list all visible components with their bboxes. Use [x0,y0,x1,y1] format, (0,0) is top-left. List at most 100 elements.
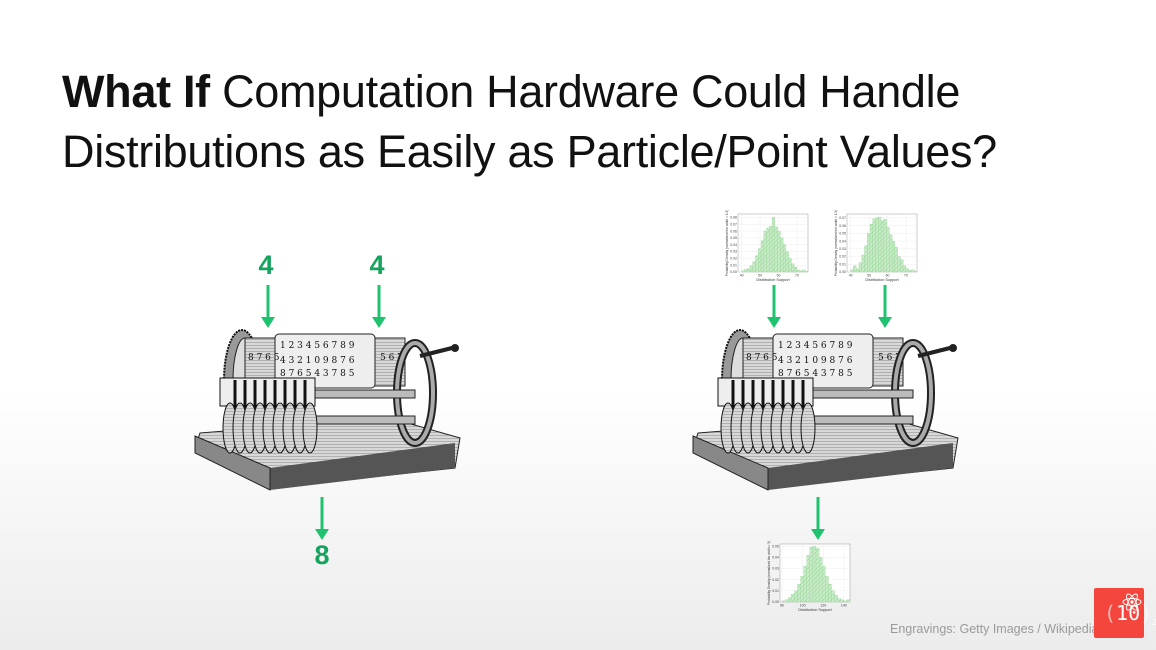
x-axis-label: Distribution Support [865,278,899,282]
y-tick-label: 0.05 [839,232,846,236]
output-number: 8 [314,540,330,570]
x-tick-label: 70 [795,274,799,278]
histogram-bar [769,226,773,273]
histogram-bar [858,262,862,273]
arrow-down-icon [767,285,781,328]
logo-text: (10)2 [1104,601,1156,627]
histogram-bar [802,269,806,273]
histogram-bar [818,557,823,603]
arrow-down-icon [811,497,825,540]
histogram-bar [825,576,829,603]
x-tick-label: 60 [777,274,781,278]
histogram-bar [794,267,798,273]
histogram-bar [914,271,918,273]
y-tick-label: 0.02 [839,255,846,259]
y-tick-label: 0.06 [730,229,737,233]
histogram-bar [741,270,745,273]
histogram-bar [872,218,876,273]
histogram-bar [791,263,795,273]
input-a-number: 4 [258,250,274,280]
y-tick-label: 0.03 [730,250,737,254]
arrow-down-icon [261,285,275,328]
histogram-bar [774,226,778,273]
y-tick-label: 0.08 [730,216,737,220]
y-tick-label: 0.00 [730,270,737,274]
histogram-bar [843,600,848,603]
atom-icon [1122,593,1142,611]
y-tick-label: 0.01 [772,589,779,593]
histogram-bar [897,256,901,273]
y-tick-label: 0.03 [772,567,779,571]
y-tick-label: 0.00 [839,270,846,274]
histogram-bar [788,258,792,273]
y-tick-label: 0.07 [839,216,846,220]
image-credit: Engravings: Getty Images / Wikipedia [890,622,1099,636]
histogram-bar [850,269,854,273]
title-bold: What If [62,66,210,117]
histogram-bar [806,555,811,603]
y-tick-label: 0.04 [839,239,846,243]
histogram-bar [766,228,770,273]
histogram-bar [900,259,904,273]
histogram-bar [837,598,841,603]
x-axis-label: Distribution Support [756,278,790,282]
histogram-bar [861,254,865,273]
y-tick-label: 0.02 [730,257,737,261]
input-b-number: 4 [369,250,385,280]
histogram-bar [794,590,798,603]
histogram-bar [891,240,896,273]
x-tick-label: 50 [867,274,871,278]
histogram-bar [840,599,844,603]
histogram-bar [886,226,890,273]
histogram-bar [831,590,835,603]
y-tick-label: 0.06 [839,224,846,228]
histogram-bar [812,546,817,603]
histogram-bar [856,268,860,273]
histogram-bar [894,247,898,273]
arrow-down-icon [372,285,386,328]
histogram-bar [869,223,873,273]
y-axis-label: Probability Density (normalized bin widt… [834,210,838,276]
histogram-bar [878,216,882,273]
y-tick-label: 0.04 [772,556,779,560]
histogram-bar [834,595,838,603]
calculating-machine-engraving-right [688,318,968,508]
y-axis-label: Probability Density (normalized bin widt… [767,541,771,605]
histogram-bar [784,599,789,603]
x-tick-label: 60 [886,274,890,278]
y-tick-label: 0.04 [730,243,737,247]
histogram-bar [875,217,879,273]
histogram-bar [799,270,803,273]
slide-title: What If Computation Hardware Could Handl… [62,62,997,182]
histogram-bar [889,234,893,273]
histogram-bar [797,584,801,603]
histogram-bar [809,547,814,603]
histogram-bar [791,594,795,603]
histogram-bar [883,219,887,273]
histogram-bar [749,265,753,273]
histogram-bar [771,217,775,273]
x-tick-label: 40 [849,274,853,278]
arrow-down-icon [315,497,329,540]
histogram-bar [763,230,767,273]
histogram-bar [788,597,792,603]
y-axis-label: Probability Density (normalized bin widt… [725,210,729,276]
x-tick-label: 40 [740,274,744,278]
histogram-bar [905,268,909,273]
histogram-bar [800,576,804,603]
histogram-bar [908,270,912,273]
histogram-bar [805,271,809,273]
histogram-bar [815,548,820,603]
histogram-bar [846,599,851,603]
histogram-bar [744,269,748,273]
histogram-bar [911,269,915,273]
arrow-down-icon [878,285,892,328]
logo-number: 10 [1116,601,1141,625]
x-axis-label: Distribution Support [798,608,832,612]
y-tick-label: 0.05 [730,236,737,240]
y-tick-label: 0.02 [772,578,779,582]
y-tick-label: 0.03 [839,247,846,251]
x-tick-label: 70 [904,274,908,278]
